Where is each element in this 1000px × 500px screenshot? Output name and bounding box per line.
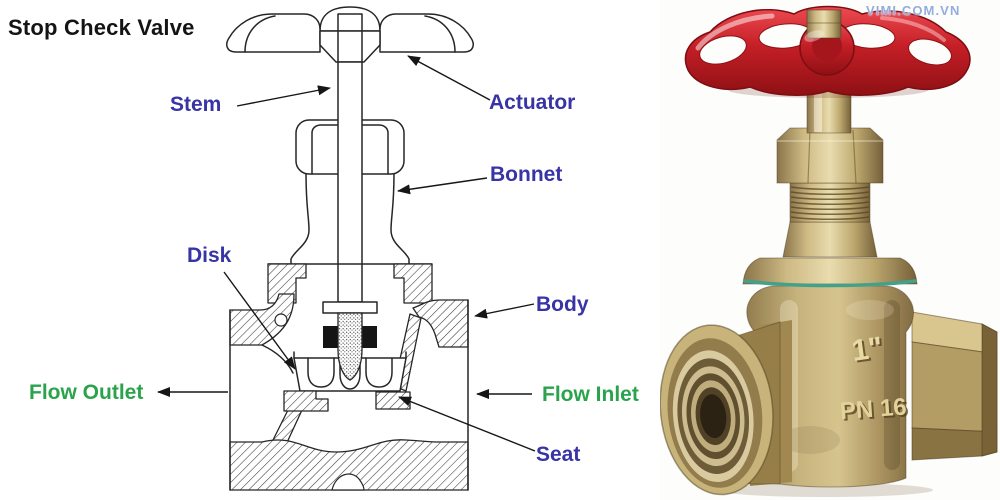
cast-marking-pressure-shadow: PN 16 <box>841 395 909 427</box>
cast-marking-size-shadow: 1" <box>852 333 887 370</box>
valve-cross-section-diagram <box>157 6 536 491</box>
label-flow-inlet: Flow Inlet <box>542 383 639 406</box>
bonnet-photo <box>742 87 918 288</box>
stem-drawing <box>337 61 363 303</box>
gasket-line <box>743 279 917 288</box>
label-body: Body <box>536 293 589 316</box>
label-bonnet: Bonnet <box>490 163 563 186</box>
ground-shadow <box>717 483 933 497</box>
hex-end-port-photo <box>911 311 998 461</box>
cast-markings: 1" 1" PN 16 PN 16 <box>839 331 910 427</box>
packing-hex-nut <box>776 127 884 184</box>
page-title: Stop Check Valve <box>8 15 195 40</box>
disk-plug-stipple <box>337 312 363 381</box>
disk-assembly-drawing <box>283 301 411 412</box>
annotation-arrows <box>157 55 536 452</box>
label-stem: Stem <box>170 93 222 116</box>
cast-marking-size: 1" <box>850 331 885 368</box>
stem-top-nut-photo <box>806 9 842 39</box>
label-seat: Seat <box>536 443 581 466</box>
watermark-text: VIMI.COM.VN <box>866 3 961 18</box>
handwheel-drawing <box>226 6 474 63</box>
valve-photo: 1" 1" PN 16 PN 16 <box>660 0 1000 500</box>
threaded-port-photo <box>660 320 792 496</box>
handwheel-photo <box>684 5 971 98</box>
cast-marking-pressure: PN 16 <box>839 393 907 425</box>
label-actuator: Actuator <box>489 91 576 114</box>
label-disk: Disk <box>187 244 232 267</box>
label-flow-outlet: Flow Outlet <box>29 381 144 404</box>
bonnet-neck-drawing <box>267 173 433 304</box>
body-drawing <box>229 293 469 491</box>
gland-threads <box>789 182 871 223</box>
